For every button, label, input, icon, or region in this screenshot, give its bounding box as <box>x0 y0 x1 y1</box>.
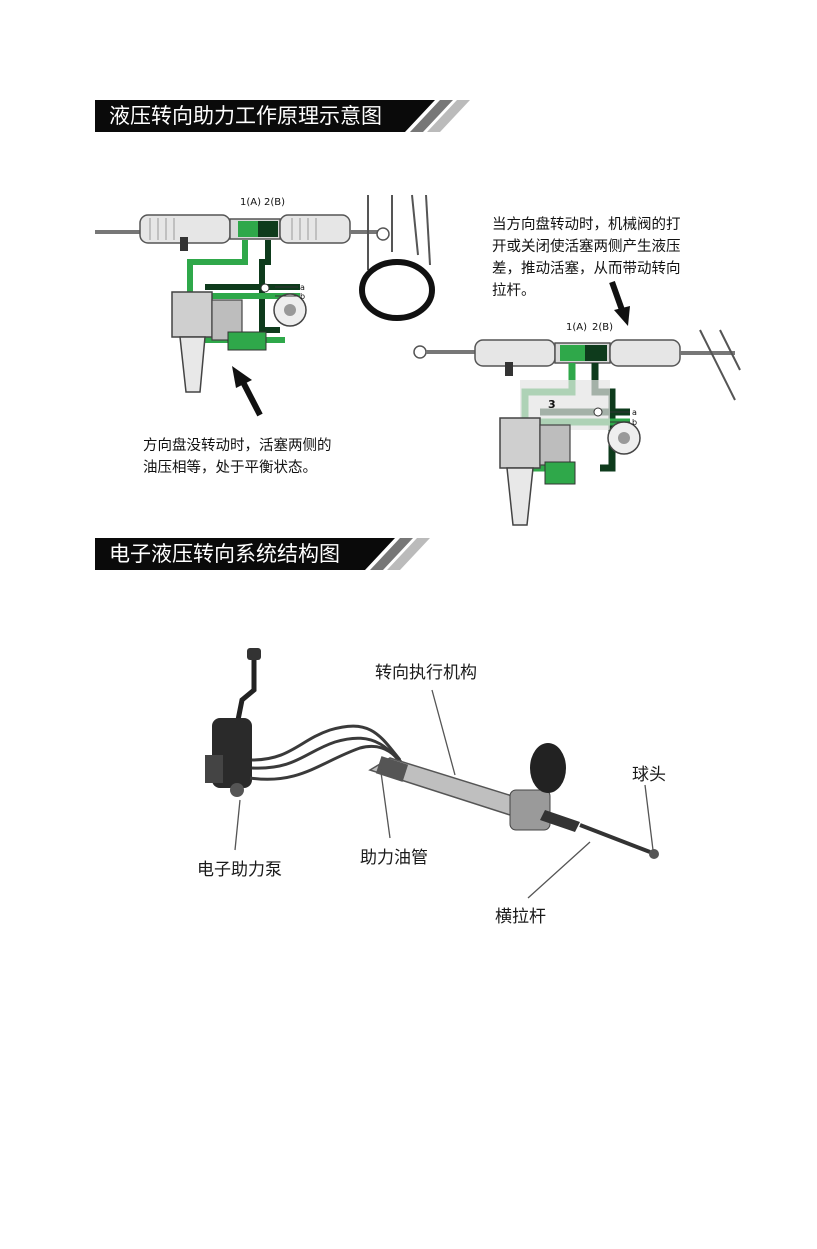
callout-actuator: 转向执行机构 <box>375 663 477 683</box>
callout-tie-rod: 横拉杆 <box>495 907 546 927</box>
section-title-banner-2: 电子液压转向系统结构图 <box>95 538 435 570</box>
valve-housing-shade-right <box>520 380 610 430</box>
label-3-right: 3 <box>548 398 556 411</box>
section-title-banner-1: 液压转向助力工作原理示意图 <box>95 100 475 132</box>
electric-pump <box>205 718 252 797</box>
caption-right-line-1: 当方向盘转动时，机械阀的打 <box>492 217 681 233</box>
valve-body-right <box>499 407 641 526</box>
callout-pump: 电子助力泵 <box>197 860 282 880</box>
callout-ball-joint: 球头 <box>632 765 666 785</box>
caption-left-line-2: 油压相等，处于平衡状态。 <box>143 460 317 476</box>
caption-right-line-4: 拉杆。 <box>492 283 536 299</box>
section-title-1: 液压转向助力工作原理示意图 <box>109 104 382 128</box>
steering-column-wheel-left <box>359 194 435 321</box>
callout-oil-pipe: 助力油管 <box>360 848 428 868</box>
leader-lines <box>234 689 654 899</box>
label-port-b-right: b <box>632 418 637 427</box>
label-2b-right: 2(B) <box>592 322 613 333</box>
caption-right-line-3: 差，推动活塞，从而带动转向 <box>492 261 681 277</box>
caption-right: 当方向盘转动时，机械阀的打 开或关闭使活塞两侧产生液压 差，推动活塞，从而带动转… <box>492 214 681 302</box>
reservoir-and-hose <box>235 648 261 721</box>
label-1a-left: 1(A) <box>240 197 261 208</box>
label-1a-right: 1(A) <box>566 322 587 333</box>
caption-left-line-1: 方向盘没转动时，活塞两侧的 <box>143 438 332 454</box>
label-port-a-left: a <box>300 283 305 292</box>
steering-rack-housing-left <box>95 214 390 251</box>
arrow-left-diagram <box>232 366 263 417</box>
banner-background-2 <box>95 538 430 570</box>
oil-lines-left <box>187 240 300 343</box>
steering-rack-assembly <box>368 743 659 859</box>
banner-background <box>95 100 470 132</box>
label-port-b-left: b <box>300 292 305 301</box>
label-2b-left: 2(B) <box>264 197 285 208</box>
oil-pipes <box>249 724 422 786</box>
label-port-a-right: a <box>632 408 637 417</box>
caption-right-line-2: 开或关闭使活塞两侧产生液压 <box>492 239 681 255</box>
section-title-2: 电子液压转向系统结构图 <box>109 542 340 566</box>
caption-left: 方向盘没转动时，活塞两侧的 油压相等，处于平衡状态。 <box>143 435 332 479</box>
steering-rack-housing-right <box>413 329 741 401</box>
valve-body-left <box>171 283 307 393</box>
oil-lines-right <box>521 363 630 472</box>
